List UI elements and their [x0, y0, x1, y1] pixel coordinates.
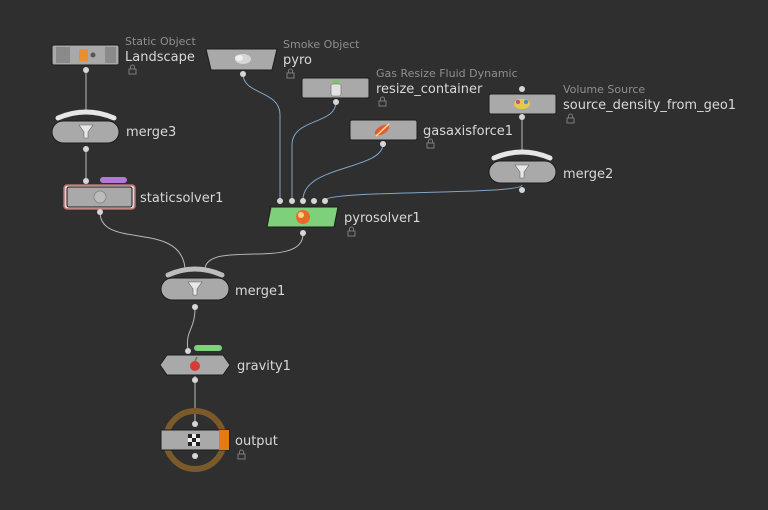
node-name-label: merge3 — [126, 125, 176, 140]
wire-gasaxis-pyrosolver1[interactable] — [302, 143, 384, 201]
node-gasaxisforce1[interactable]: gasaxisforce1 — [349, 119, 513, 149]
output-port[interactable] — [192, 304, 198, 310]
lock-icon — [426, 138, 435, 149]
node-name-label: output — [235, 434, 278, 449]
checkered-flag-icon — [188, 434, 200, 446]
wire-pyrosolver1-merge1[interactable] — [204, 233, 304, 269]
node-name-label: source_density_from_geo1 — [563, 98, 736, 113]
smoke-object-icon — [235, 54, 251, 64]
node-pyrosolver1[interactable]: pyrosolver1 — [266, 198, 421, 237]
node-resize-container[interactable]: Gas Resize Fluid Dynamic resize_containe… — [301, 67, 518, 107]
lock-icon — [378, 96, 387, 107]
merge-input-bar[interactable] — [165, 266, 225, 278]
bottle-icon — [330, 80, 342, 97]
input-port[interactable] — [192, 421, 198, 427]
output-port[interactable] — [83, 67, 89, 73]
input-port[interactable] — [185, 348, 191, 354]
lock-icon — [237, 449, 246, 460]
wire-resize-pyrosolver1[interactable] — [291, 101, 337, 200]
node-type-label: Smoke Object — [283, 38, 360, 51]
node-gravity1[interactable]: gravity1 — [159, 345, 291, 383]
node-merge2[interactable]: merge2 — [488, 149, 613, 193]
merge-input-bar[interactable] — [491, 149, 553, 161]
node-landscape[interactable]: Static Object Landscape — [51, 35, 196, 75]
input-port[interactable] — [311, 198, 317, 204]
node-name-label: gasaxisforce1 — [423, 124, 513, 139]
input-port[interactable] — [519, 86, 525, 92]
node-name-label: pyrosolver1 — [344, 211, 421, 226]
input-port[interactable] — [300, 198, 306, 204]
output-port[interactable] — [300, 230, 306, 236]
node-bypass-flag[interactable] — [56, 47, 70, 63]
output-port[interactable] — [333, 99, 339, 105]
node-type-label: Static Object — [125, 35, 196, 48]
funnel-icon — [187, 281, 203, 296]
node-source-density-from-geo1[interactable]: Volume Source source_density_from_geo1 — [488, 83, 736, 124]
pyro-solver-icon — [296, 210, 310, 224]
axis-force-icon — [374, 123, 390, 137]
node-type-label: Gas Resize Fluid Dynamic — [376, 67, 518, 80]
node-name-label: pyro — [283, 53, 312, 68]
node-name-label: gravity1 — [237, 359, 291, 374]
input-port[interactable] — [322, 198, 328, 204]
input-port[interactable] — [277, 198, 283, 204]
output-port[interactable] — [83, 146, 89, 152]
node-name-label: resize_container — [376, 82, 483, 97]
display-render-flag[interactable] — [219, 430, 229, 450]
display-flag[interactable] — [194, 345, 222, 351]
lock-icon — [566, 113, 575, 124]
node-output[interactable]: output — [160, 408, 278, 472]
wires — [85, 70, 523, 424]
gravity-apple-icon — [190, 356, 200, 371]
wire-staticsolver1-merge1[interactable] — [99, 211, 186, 269]
node-name-label: merge2 — [563, 167, 613, 182]
node-merge1[interactable]: merge1 — [160, 266, 285, 310]
output-port[interactable] — [519, 114, 525, 120]
node-merge3[interactable]: merge3 — [51, 109, 176, 152]
template-flag[interactable] — [100, 177, 127, 183]
input-port[interactable] — [289, 198, 295, 204]
static-solver-icon — [93, 190, 107, 204]
lock-icon — [347, 226, 356, 237]
funnel-icon — [514, 164, 530, 179]
output-port[interactable] — [240, 71, 246, 77]
wire-merge1-gravity1[interactable] — [186, 307, 196, 351]
output-port[interactable] — [380, 141, 386, 147]
node-display-flag[interactable] — [105, 47, 116, 63]
output-port[interactable] — [192, 453, 198, 459]
node-type-label: Volume Source — [563, 83, 645, 96]
input-port[interactable] — [83, 178, 89, 184]
node-name-label: staticsolver1 — [140, 191, 223, 206]
volume-source-icon — [514, 99, 530, 109]
wire-merge2-pyrosolver1[interactable] — [324, 184, 523, 201]
output-port[interactable] — [192, 377, 198, 383]
merge-input-bar[interactable] — [55, 109, 117, 121]
node-name-label: merge1 — [235, 284, 285, 299]
node-pyro[interactable]: Smoke Object pyro — [205, 38, 360, 79]
lock-icon — [128, 64, 137, 75]
lock-icon — [286, 68, 295, 79]
node-staticsolver1[interactable]: staticsolver1 — [63, 177, 223, 215]
output-port[interactable] — [519, 187, 525, 193]
funnel-icon — [78, 124, 94, 139]
output-port[interactable] — [97, 209, 103, 215]
static-object-icon — [79, 49, 96, 61]
wire-pyro-pyrosolver1[interactable] — [242, 73, 281, 200]
node-name-label: Landscape — [125, 50, 195, 65]
